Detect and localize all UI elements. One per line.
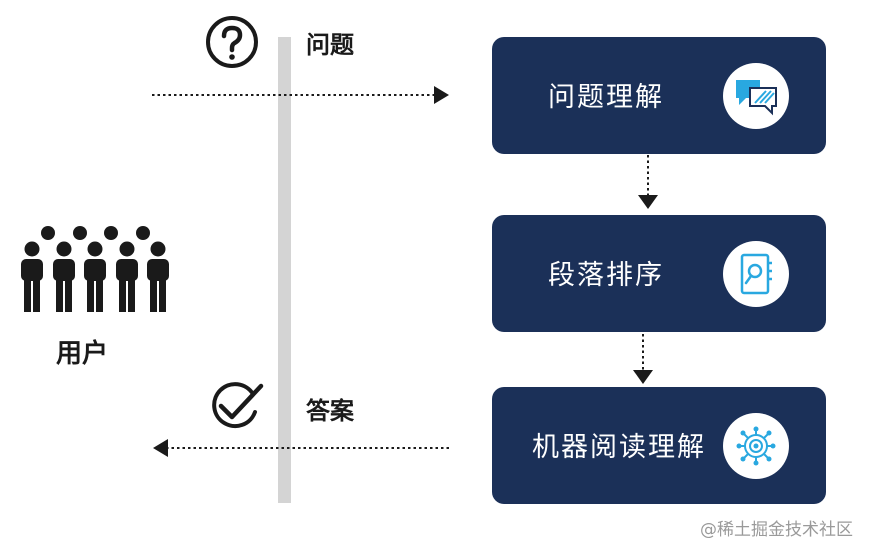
users-icon bbox=[21, 226, 169, 312]
check-icon bbox=[212, 382, 264, 429]
divider-bar bbox=[278, 37, 291, 503]
step-label: 段落排序 bbox=[548, 260, 664, 291]
question-arrow bbox=[152, 86, 449, 104]
step-card-machine-reading-comprehension: 机器阅读理解 bbox=[492, 387, 826, 504]
step-card-passage-ranking: 段落排序 bbox=[492, 215, 826, 332]
user-label: 用户 bbox=[56, 339, 109, 369]
step-arrow-1 bbox=[638, 155, 658, 209]
question-label: 问题 bbox=[306, 31, 354, 59]
answer-label: 答案 bbox=[306, 397, 354, 425]
network-gear-icon bbox=[723, 413, 789, 479]
chat-bubbles-icon bbox=[723, 63, 789, 129]
step-label: 问题理解 bbox=[548, 82, 664, 113]
step-card-question-understanding: 问题理解 bbox=[492, 37, 826, 154]
step-arrow-2 bbox=[633, 334, 653, 384]
step-label: 机器阅读理解 bbox=[532, 432, 706, 463]
answer-arrow bbox=[153, 439, 450, 457]
watermark: @稀土掘金技术社区 bbox=[700, 520, 853, 540]
document-search-icon bbox=[723, 241, 789, 307]
question-icon bbox=[206, 16, 258, 68]
